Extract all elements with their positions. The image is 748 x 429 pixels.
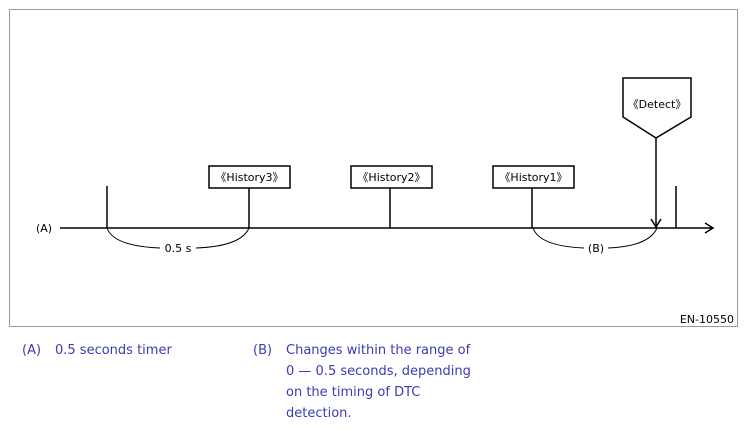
axis-label: (A) — [36, 222, 52, 235]
detect-callout — [622, 77, 692, 139]
interval-a-arc-left — [106, 227, 161, 249]
interval-a-label: 0.5 s — [165, 242, 192, 255]
interval-b-arc-right — [607, 227, 658, 249]
timeline-arrowhead — [704, 222, 715, 234]
legend-key-b: (B) — [253, 343, 273, 358]
figure-code: EN-10550 — [680, 313, 734, 326]
history1-label: 《History1》 — [499, 171, 567, 184]
history2-box — [350, 165, 433, 189]
legend-text-b: Changes within the range of 0 — 0.5 seco… — [286, 343, 471, 421]
history3-box — [208, 165, 291, 189]
interval-b-label: (B) — [588, 242, 604, 255]
diagram-frame — [9, 9, 738, 327]
history3-label: 《History3》 — [215, 171, 283, 184]
legend-key-a: (A) — [22, 343, 42, 358]
legend-text-a: 0.5 seconds timer — [55, 343, 172, 358]
history1-box — [492, 165, 575, 189]
interval-b-arc-left — [532, 227, 585, 249]
history2-label: 《History2》 — [357, 171, 425, 184]
interval-a-arc-right — [195, 227, 250, 249]
detect-pointer-arrowhead — [650, 218, 662, 229]
detect-label: 《Detect》 — [628, 98, 687, 111]
